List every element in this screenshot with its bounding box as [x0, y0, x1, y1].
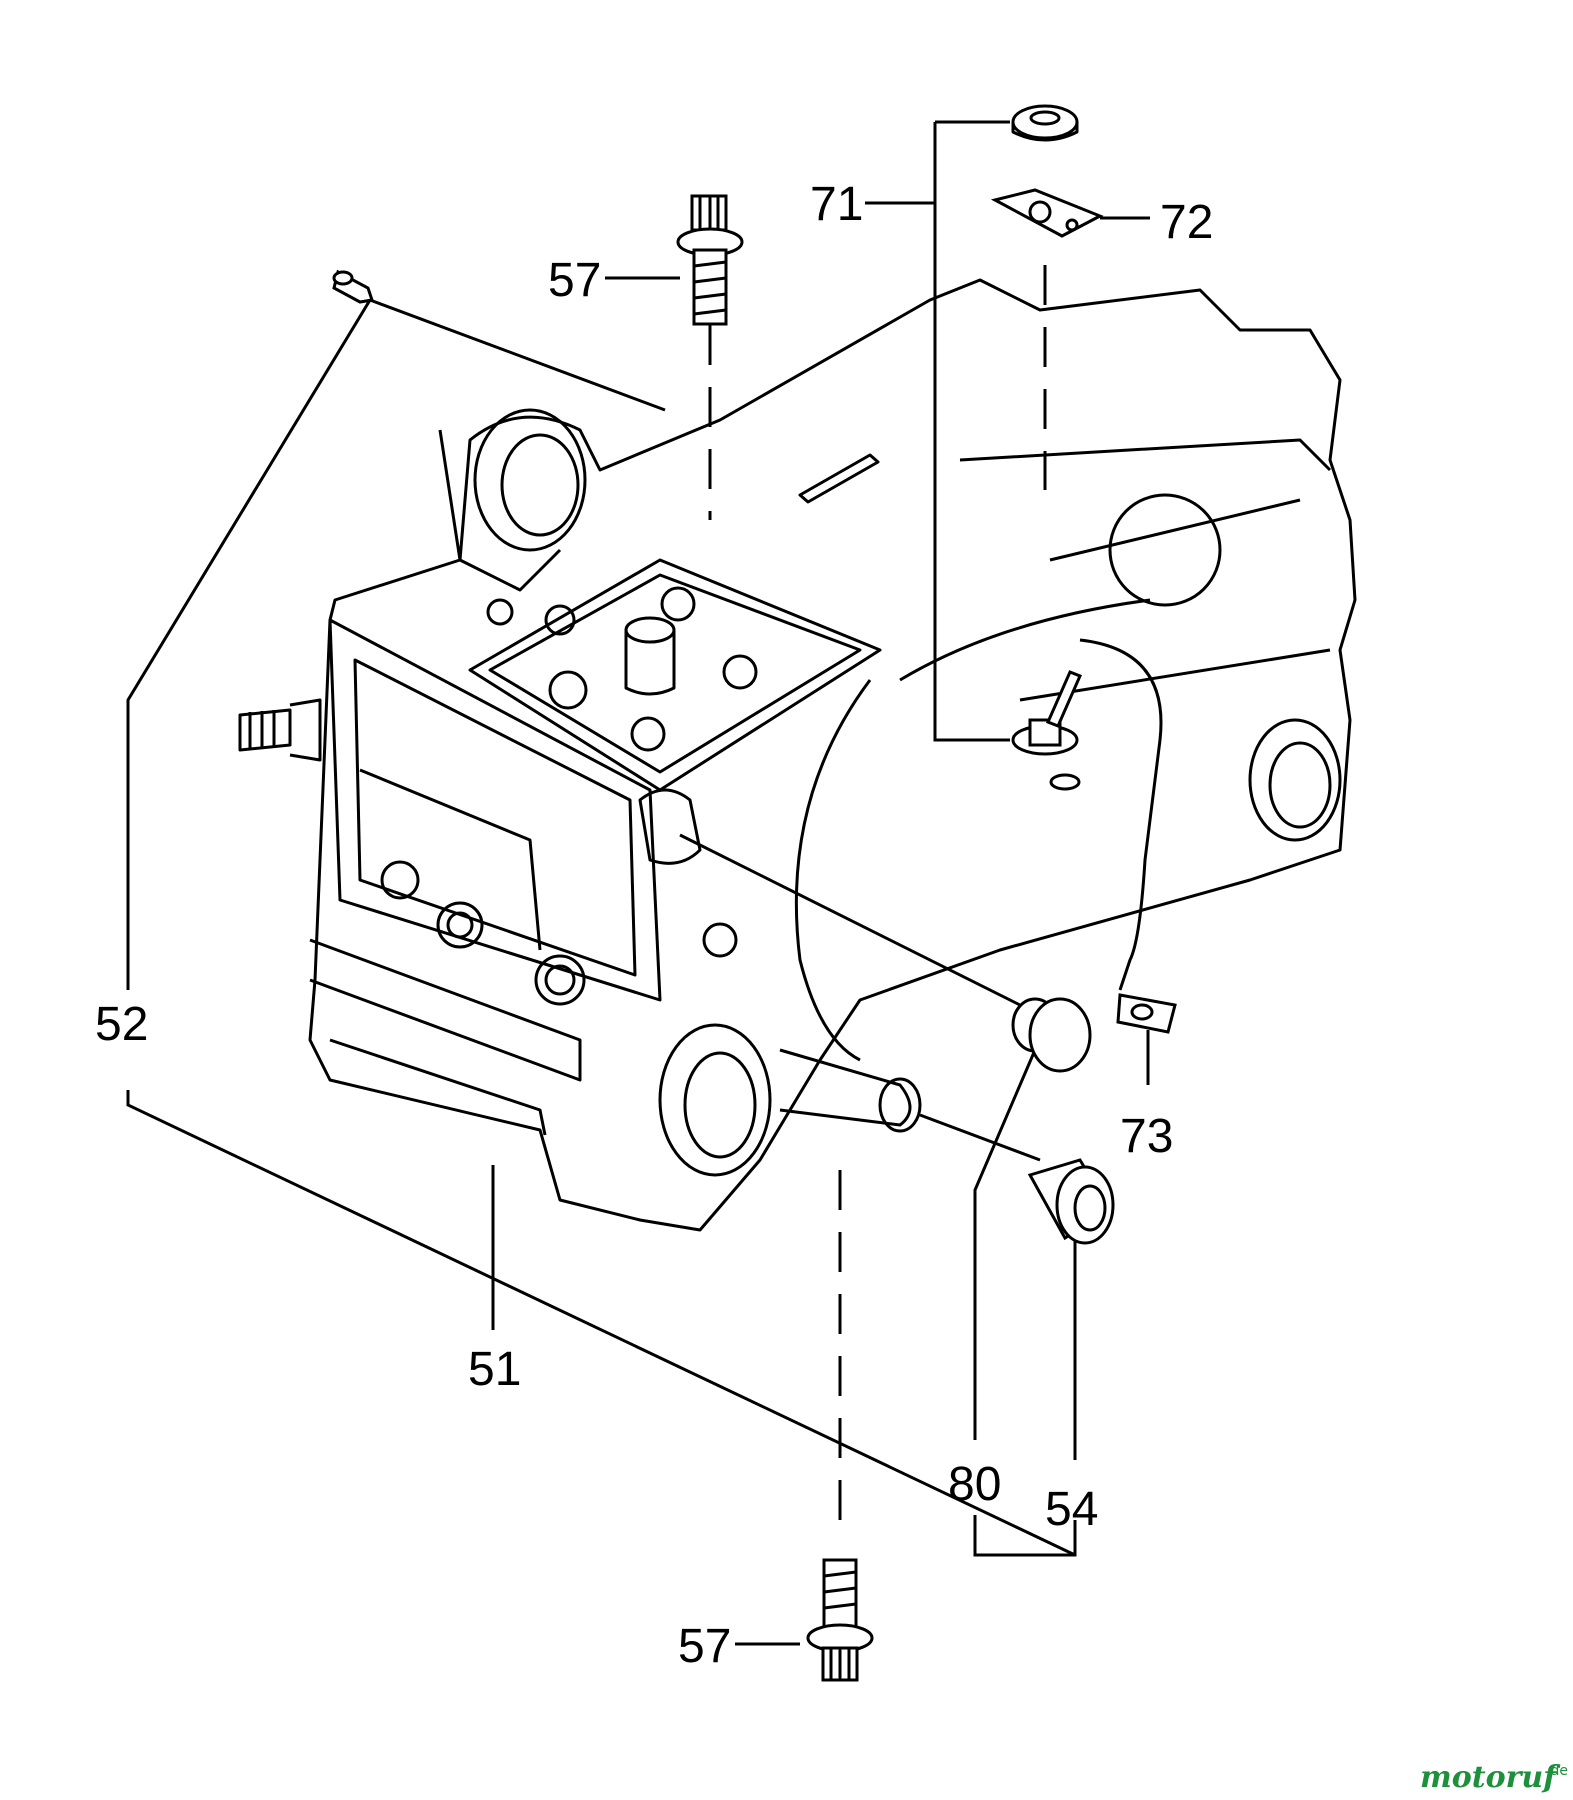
watermark: motoruf .de: [1420, 1760, 1568, 1795]
label-57-bottom: 57: [678, 1620, 731, 1673]
label-73: 73: [1120, 1110, 1173, 1163]
washer-part-71: [1011, 104, 1079, 142]
label-57-top: 57: [548, 254, 601, 307]
screw-part-57-bottom: [806, 1558, 874, 1682]
plug-part-80: [1011, 997, 1092, 1073]
part-labels: 52 51 57 57 71 72 73 80 54: [95, 178, 1213, 1673]
crankcase-body: [238, 278, 1357, 1232]
leader-lines: [126, 120, 1163, 1646]
pin-part-52: [332, 269, 374, 304]
label-52: 52: [95, 998, 148, 1051]
small-parts: [332, 104, 1177, 1682]
watermark-brand: motoruf: [1420, 1760, 1561, 1795]
watermark-suffix: .de: [1546, 1763, 1568, 1779]
label-54: 54: [1045, 1483, 1098, 1536]
label-72: 72: [1160, 196, 1213, 249]
plate-part-72: [990, 188, 1104, 238]
bushing-part-54: [1027, 1158, 1115, 1245]
screw-part-57-top: [676, 194, 744, 326]
switch-part-71: [1011, 670, 1082, 791]
label-51: 51: [468, 1343, 521, 1396]
label-80: 80: [948, 1458, 1001, 1511]
label-71: 71: [810, 178, 863, 231]
terminal-part-73: [1116, 993, 1177, 1034]
